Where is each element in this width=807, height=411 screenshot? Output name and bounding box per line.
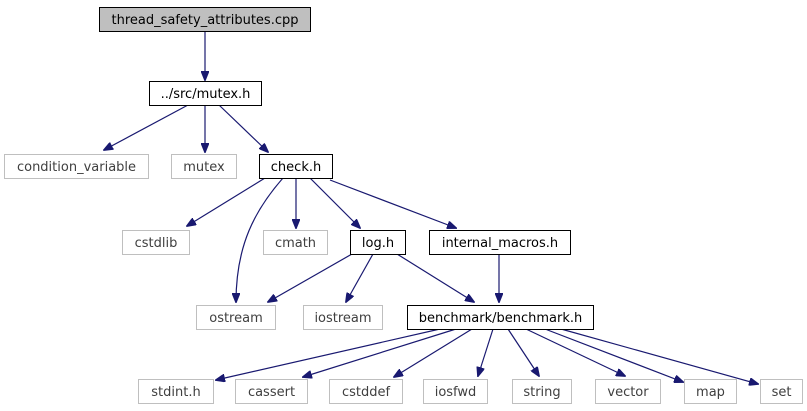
node-box — [407, 305, 594, 330]
node-label: cstdlib — [135, 236, 178, 251]
node-label: ../src/mutex.h — [161, 87, 251, 102]
node-cstdlib: cstdlib — [122, 230, 190, 255]
node-label: iostream — [314, 311, 371, 326]
node-cstddef: cstddef — [329, 379, 403, 404]
edge-benchmark-h-to-vector — [525, 328, 625, 376]
node-internal-macros-h[interactable]: internal_macros.h — [429, 230, 571, 255]
node-label: mutex — [183, 160, 225, 175]
node-label: check.h — [271, 160, 321, 175]
node-box — [171, 154, 237, 179]
node-stdint-h: stdint.h — [138, 379, 214, 404]
node-string: string — [512, 379, 572, 404]
node-box — [429, 230, 571, 255]
node-mutex: mutex — [171, 154, 237, 179]
node-box — [259, 154, 333, 179]
edge-check-h-to-ostream — [236, 177, 284, 302]
node-benchmark-h[interactable]: benchmark/benchmark.h — [407, 305, 594, 330]
edge-mutex-h-to-check-h — [218, 104, 268, 152]
edge-benchmark-h-to-cstddef — [394, 328, 473, 377]
edge-benchmark-h-to-iosfwd — [478, 328, 494, 376]
node-cassert: cassert — [235, 379, 308, 404]
node-iosfwd: iosfwd — [423, 379, 488, 404]
node-box — [684, 379, 737, 404]
edge-check-h-to-internal-macros-h — [329, 179, 456, 228]
node-label: ostream — [209, 311, 263, 326]
node-mutex-h[interactable]: ../src/mutex.h — [149, 81, 262, 106]
node-box — [149, 81, 262, 106]
node-box — [196, 305, 276, 330]
node-label: cmath — [275, 236, 316, 251]
node-label: benchmark/benchmark.h — [419, 311, 583, 326]
edge-benchmark-h-to-set — [560, 328, 758, 384]
node-set: set — [760, 379, 803, 404]
edge-benchmark-h-to-string — [507, 328, 539, 376]
node-box — [329, 379, 403, 404]
node-box — [122, 230, 190, 255]
node-label: cstddef — [342, 385, 391, 400]
node-label: thread_safety_attributes.cpp — [112, 13, 299, 28]
node-box — [595, 379, 661, 404]
node-label: log.h — [362, 236, 394, 251]
node-box — [263, 230, 328, 255]
node-box — [303, 305, 383, 330]
node-label: cassert — [248, 385, 295, 400]
node-box — [99, 7, 311, 32]
edge-benchmark-h-to-cassert — [303, 328, 457, 377]
node-box — [423, 379, 488, 404]
node-box — [138, 379, 214, 404]
edge-check-h-to-log-h — [309, 177, 360, 228]
node-label: string — [523, 385, 560, 400]
edge-log-h-to-iostream — [346, 253, 374, 302]
node-log-h[interactable]: log.h — [350, 230, 406, 255]
node-cmath: cmath — [263, 230, 328, 255]
node-box — [512, 379, 572, 404]
node-root[interactable]: thread_safety_attributes.cpp — [99, 7, 311, 32]
node-ostream: ostream — [196, 305, 276, 330]
node-box — [760, 379, 803, 404]
edge-mutex-h-to-condition-variable — [104, 104, 189, 150]
node-box — [4, 154, 149, 179]
node-label: set — [772, 385, 792, 400]
node-label: stdint.h — [151, 385, 200, 400]
edge-benchmark-h-to-map — [544, 328, 683, 382]
node-condition-variable: condition_variable — [4, 154, 149, 179]
node-map: map — [684, 379, 737, 404]
node-label: map — [696, 385, 725, 400]
node-iostream: iostream — [303, 305, 383, 330]
node-check-h[interactable]: check.h — [259, 154, 333, 179]
edge-benchmark-h-to-stdint-h — [216, 328, 441, 380]
node-vector: vector — [595, 379, 661, 404]
edge-log-h-to-benchmark-h — [396, 253, 474, 302]
node-box — [235, 379, 308, 404]
node-label: vector — [607, 385, 649, 400]
edge-check-h-to-cstdlib — [187, 177, 266, 226]
edge-log-h-to-ostream — [268, 253, 353, 302]
node-box — [350, 230, 406, 255]
edges-layer — [104, 31, 758, 384]
node-label: internal_macros.h — [442, 236, 558, 251]
nodes-layer: thread_safety_attributes.cpp ../src/mutex… — [4, 7, 803, 404]
node-label: condition_variable — [17, 160, 136, 175]
node-label: iosfwd — [435, 385, 477, 400]
